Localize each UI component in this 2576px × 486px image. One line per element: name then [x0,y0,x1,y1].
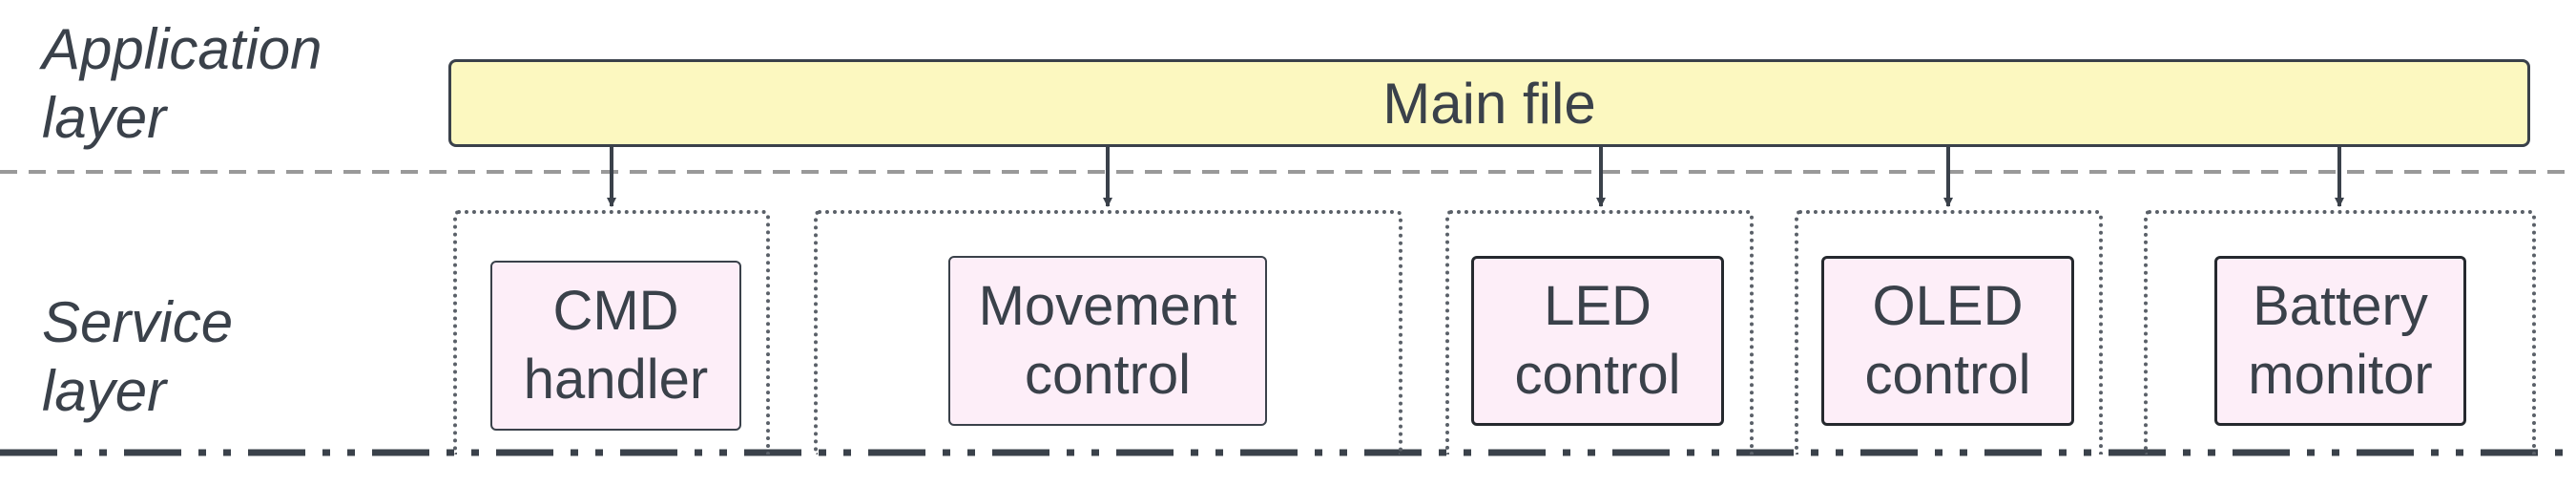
application-layer-label: Application layer [42,17,322,150]
movement-control-group [814,210,1402,454]
movement-control-box: Movement control [948,256,1267,426]
led-control-group [1445,210,1754,454]
service-layer-label: Service layer [42,290,234,423]
cmd-handler-group [453,210,770,454]
oled-control-box: OLED control [1821,256,2074,426]
cmd-handler-box: CMD handler [490,261,741,431]
led-control-box: LED control [1471,256,1724,426]
battery-monitor-box: Battery monitor [2214,256,2466,426]
battery-monitor-group [2144,210,2536,454]
main-file-box: Main file [448,59,2530,147]
oled-control-group [1795,210,2103,454]
